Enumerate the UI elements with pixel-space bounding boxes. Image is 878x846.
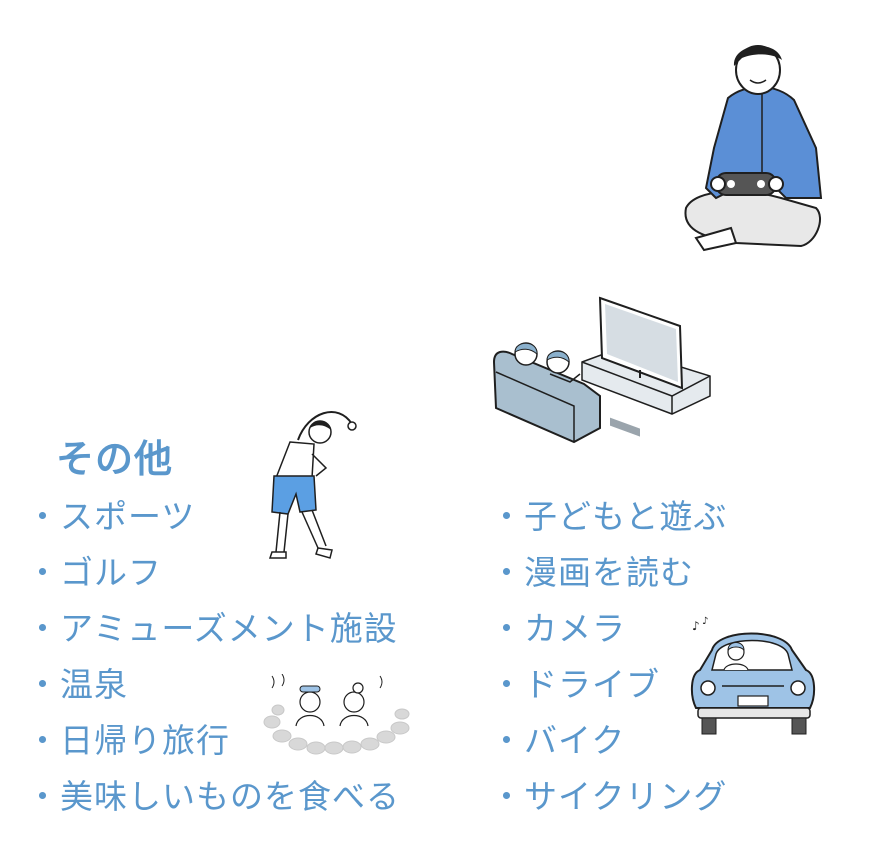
- list-item: ・子どもと遊ぶ: [490, 497, 728, 536]
- list-item: ・美味しいものを食べる: [26, 777, 400, 816]
- list-item: ・サイクリング: [490, 777, 728, 816]
- list-item: ・バイク: [490, 721, 626, 760]
- hobby-list-right: ・子どもと遊ぶ ・漫画を読む ・カメラ ・ドライブ ・バイク ・サイクリング: [490, 489, 727, 825]
- list-item: ・漫画を読む: [490, 553, 694, 592]
- man-playing-video-game-icon: [684, 45, 823, 252]
- people-in-hot-spring-icon: [263, 674, 410, 755]
- list-item: ・カメラ: [490, 609, 626, 648]
- list-item: ・日帰り旅行: [26, 721, 230, 760]
- section-heading: その他: [56, 437, 174, 481]
- list-item: ・スポーツ: [26, 497, 196, 536]
- list-item: ・温泉: [26, 665, 128, 704]
- svg-text:♪: ♪: [692, 619, 700, 633]
- list-item: ・アミューズメント施設: [26, 609, 398, 648]
- man-stretching-icon: [268, 411, 357, 559]
- hobby-list-left: ・スポーツ ・ゴルフ ・アミューズメント施設 ・温泉 ・日帰り旅行 ・美味しいも…: [26, 489, 400, 825]
- svg-text:♪: ♪: [702, 616, 708, 627]
- list-item: ・ドライブ: [490, 665, 660, 704]
- family-watching-tv-icon: [492, 296, 711, 444]
- list-item: ・ゴルフ: [26, 553, 162, 592]
- person-driving-car-icon: ♪ ♪: [690, 616, 816, 735]
